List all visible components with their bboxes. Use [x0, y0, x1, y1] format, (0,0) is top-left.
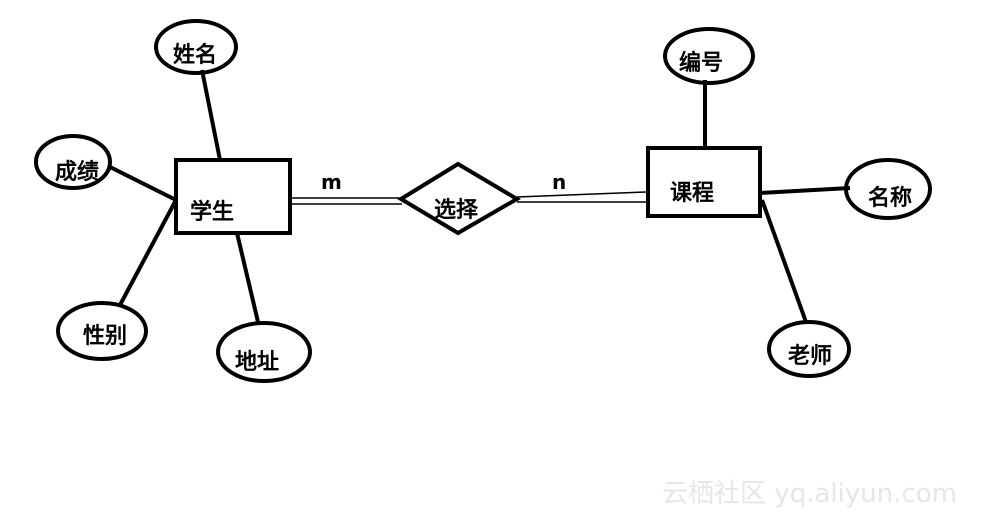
attr-student-name-label: 姓名: [173, 42, 217, 68]
connector-relationship-course-upper: [516, 191, 647, 198]
entity-student-label: 学生: [190, 199, 234, 225]
attr-course-number-label: 编号: [679, 50, 723, 76]
entity-student-box: [174, 158, 292, 235]
cardinality-n: n: [552, 170, 566, 194]
relationship-label: 选择: [434, 197, 479, 223]
attr-course-number-ellipse: [663, 27, 755, 85]
watermark-text: 云栖社区 yq.aliyun.com: [662, 479, 957, 509]
attr-student-grade-label: 成绩: [55, 159, 99, 185]
connector-course-title: [759, 186, 851, 195]
relationship-diamond: [397, 161, 521, 236]
attr-course-title-ellipse: [844, 158, 932, 220]
connector-course-teacher: [760, 199, 808, 323]
connector-student-grade: [107, 164, 177, 202]
attr-student-address-label: 地址: [235, 350, 279, 375]
cardinality-m: m: [321, 170, 342, 194]
entity-course-label: 课程: [670, 181, 714, 206]
attr-course-teacher-ellipse: [767, 320, 851, 378]
attr-course-teacher-label: 老师: [787, 343, 832, 369]
attr-student-grade-ellipse: [34, 134, 112, 190]
attr-student-name-ellipse: [154, 19, 238, 75]
attr-course-title-label: 名称: [868, 185, 912, 211]
connector-student-gender: [118, 199, 178, 306]
attr-student-gender-label: 性别: [83, 324, 127, 349]
entity-course-box: [646, 146, 762, 218]
attr-student-address-ellipse: [216, 321, 312, 383]
connector-student-address: [235, 232, 260, 323]
connector-student-name: [200, 69, 222, 161]
attr-student-gender-ellipse: [56, 301, 148, 361]
